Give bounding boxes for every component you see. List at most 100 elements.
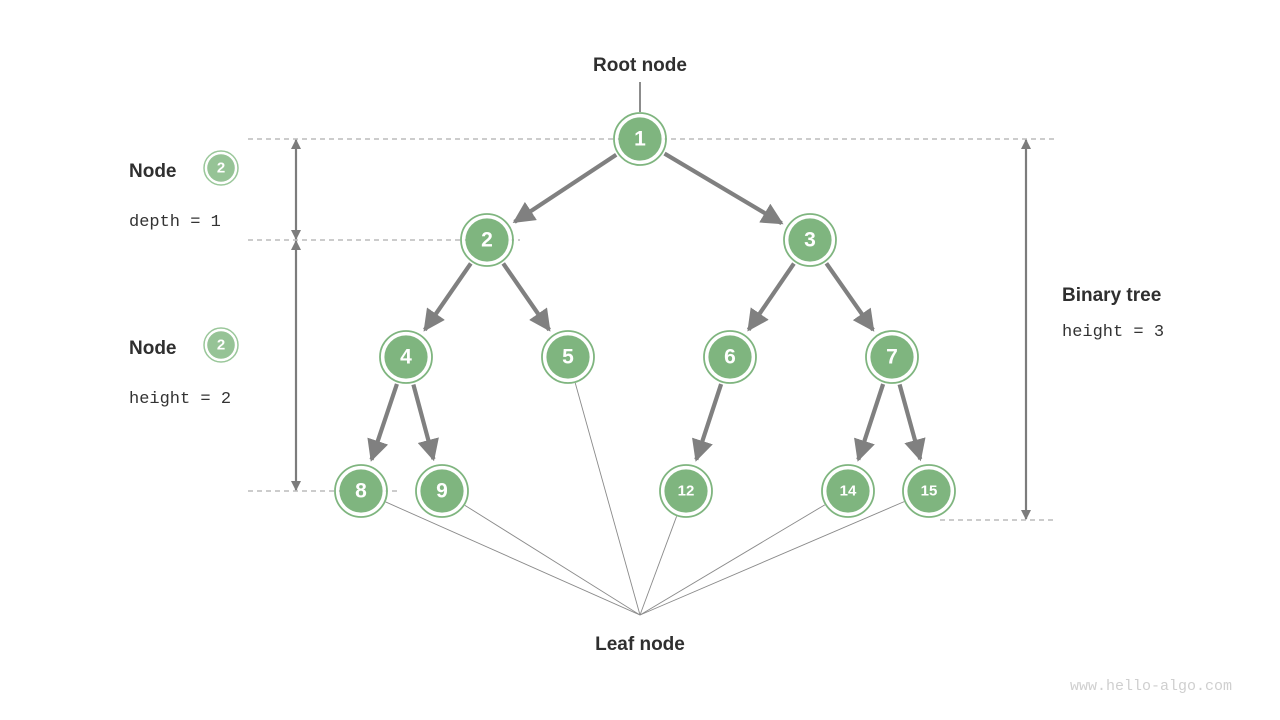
node-depth-annotation-title: Node (129, 161, 177, 182)
tree-node-2[interactable]: 2 (460, 213, 514, 267)
badge-ring-gap (205, 329, 237, 361)
node-ring-gap (462, 215, 512, 265)
badge-ring-gap (205, 152, 237, 184)
node-depth-annotation-detail: depth = 1 (129, 213, 221, 232)
node-disc (420, 469, 464, 513)
leaf-node-label: Leaf node (595, 634, 685, 655)
tree-edge (423, 262, 473, 332)
tree-node-4[interactable]: 4 (379, 330, 433, 384)
badge-outer-ring (203, 327, 239, 363)
node-ring-gap (867, 332, 917, 382)
tree-node-8[interactable]: 8 (334, 464, 388, 518)
tree-node-1[interactable]: 1 (613, 112, 667, 166)
node-disc (664, 469, 708, 513)
site-watermark: www.hello-algo.com (1070, 678, 1232, 695)
node-value: 4 (400, 346, 412, 369)
tree-node-14[interactable]: 14 (821, 464, 875, 518)
leaf-leader-line (574, 382, 641, 616)
leaf-leader-line (464, 504, 641, 616)
tree-node-9[interactable]: 9 (415, 464, 469, 518)
node-outer-ring (821, 464, 875, 518)
leaf-leader-lines (385, 382, 905, 616)
leaf-leader-line (639, 501, 905, 616)
guide-lines (248, 138, 1055, 521)
node-ring-gap (705, 332, 755, 382)
tree-node-6[interactable]: 6 (703, 330, 757, 384)
node-disc (708, 335, 752, 379)
node-value: 9 (436, 480, 448, 503)
node-value: 5 (562, 346, 574, 369)
badge-value: 2 (217, 160, 225, 177)
node-ring-gap (543, 332, 593, 382)
node-outer-ring (613, 112, 667, 166)
node-disc (546, 335, 590, 379)
node-ring-gap (336, 466, 386, 516)
node-disc (618, 117, 662, 161)
node-ring-gap (417, 466, 467, 516)
badge-outer-ring (203, 150, 239, 186)
node-disc (826, 469, 870, 513)
leaf-leader-line (385, 501, 641, 616)
node-outer-ring (703, 330, 757, 384)
tree-node-5[interactable]: 5 (541, 330, 595, 384)
tree-node-3[interactable]: 3 (783, 213, 837, 267)
tree-edge (854, 383, 886, 462)
node-ring-gap (615, 114, 665, 164)
node-outer-ring (902, 464, 956, 518)
binary-tree-annotation-title: Binary tree (1062, 285, 1161, 306)
node-value: 15 (921, 483, 938, 500)
node-value: 1 (634, 128, 646, 151)
node-disc (339, 469, 383, 513)
measure-arrows (290, 138, 1032, 521)
tree-node-7[interactable]: 7 (865, 330, 919, 384)
node-value: 12 (678, 483, 695, 500)
tree-edge (411, 383, 439, 462)
annotation-badges: 22 (203, 150, 239, 363)
node-outer-ring (379, 330, 433, 384)
node-value: 8 (355, 480, 367, 503)
node-ring-gap (381, 332, 431, 382)
node-value: 14 (840, 483, 857, 500)
node-ring-gap (823, 466, 873, 516)
tree-edge (663, 151, 784, 225)
node-disc (384, 335, 428, 379)
tree-node-15[interactable]: 15 (902, 464, 956, 518)
node-disc (465, 218, 509, 262)
tree-node-12[interactable]: 12 (659, 464, 713, 518)
tree-edge (824, 262, 875, 332)
node-ring-gap (904, 466, 954, 516)
badge-disc (207, 154, 235, 182)
node-outer-ring (334, 464, 388, 518)
badge-disc (207, 331, 235, 359)
tree-edge (512, 152, 618, 224)
node-outer-ring (783, 213, 837, 267)
tree-edge (897, 383, 926, 462)
tree-edge (501, 262, 551, 332)
tree-edge (367, 383, 399, 462)
node-outer-ring (460, 213, 514, 267)
node-height-annotation-title: Node (129, 338, 177, 359)
node-outer-ring (541, 330, 595, 384)
leaf-leader-line (639, 504, 826, 616)
badge-value: 2 (217, 337, 225, 354)
node-disc (870, 335, 914, 379)
node-disc (788, 218, 832, 262)
annotation-badge-height: 2 (203, 327, 239, 363)
tree-edge (692, 383, 724, 462)
root-node-label: Root node (593, 55, 687, 76)
node-ring-gap (785, 215, 835, 265)
tree-edge (746, 262, 796, 332)
node-height-annotation-detail: height = 2 (129, 390, 231, 409)
node-value: 6 (724, 346, 736, 369)
node-value: 3 (804, 229, 816, 252)
node-outer-ring (415, 464, 469, 518)
node-value: 7 (886, 346, 898, 369)
binary-tree-annotation-detail: height = 3 (1062, 323, 1164, 342)
node-outer-ring (659, 464, 713, 518)
node-outer-ring (865, 330, 919, 384)
annotation-badge-depth: 2 (203, 150, 239, 186)
leaf-leader-line (639, 516, 678, 616)
